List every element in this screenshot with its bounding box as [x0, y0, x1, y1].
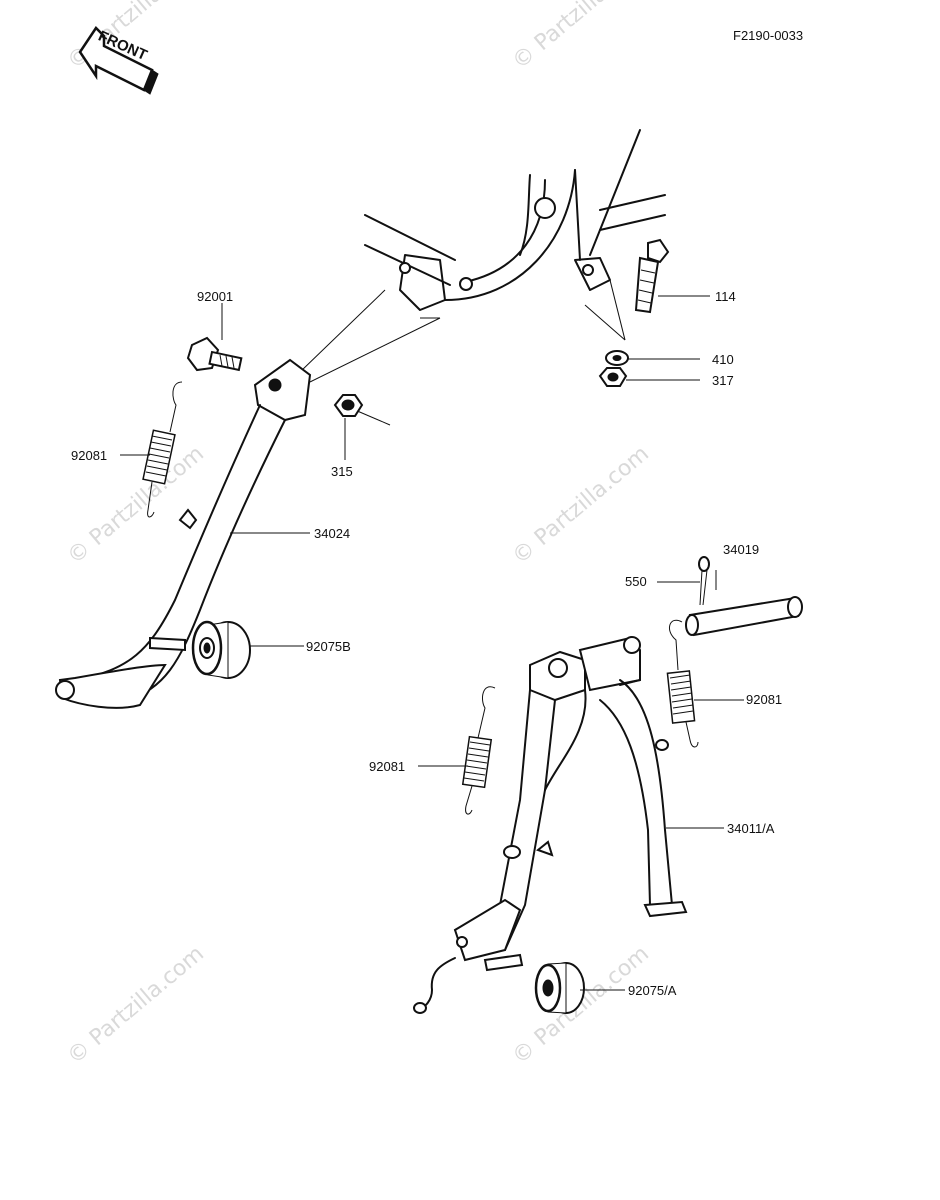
callout-92081-center-right: 92081: [746, 692, 782, 707]
roller-92075A: [534, 962, 585, 1014]
spring-92081-center-left: [461, 686, 496, 815]
watermarks: © Partzilla.com © Partzilla.com © Partzi…: [63, 0, 654, 1070]
nut-317: [598, 367, 628, 387]
watermark: © Partzilla.com: [508, 441, 654, 569]
callout-317: 317: [712, 373, 734, 388]
callout-92001: 92001: [197, 289, 233, 304]
watermark: © Partzilla.com: [508, 941, 654, 1069]
callout-92081-side: 92081: [71, 448, 107, 463]
spring-92081-side: [142, 381, 183, 518]
cotter-pin-550: [698, 556, 710, 606]
reference-lines: [299, 279, 626, 426]
watermark: © Partzilla.com: [63, 941, 209, 1069]
callout-34024: 34024: [314, 526, 350, 541]
washer-410: [605, 350, 629, 366]
callout-315: 315: [331, 464, 353, 479]
callout-114: 114: [715, 289, 736, 304]
bolt-114: [634, 238, 670, 314]
bolt-92001: [186, 336, 243, 372]
callout-92075A: 92075/A: [628, 983, 677, 998]
callout-92075B: 92075B: [306, 639, 351, 654]
callout-34019: 34019: [723, 542, 759, 557]
callout-550: 550: [625, 574, 647, 589]
side-stand-34024: [55, 358, 312, 709]
frame-tubes: [364, 129, 666, 311]
front-arrow-badge: FRONT: [78, 26, 159, 95]
leader-lines: [120, 295, 744, 991]
center-stand-34011A: [413, 636, 688, 1014]
callouts: 92001 114 410 317 315 92081 34024 92075B…: [71, 289, 782, 998]
callout-92081-center-left: 92081: [369, 759, 405, 774]
spring-92081-center-right: [666, 619, 699, 748]
diagram-code: F2190-0033: [733, 28, 803, 43]
watermark: © Partzilla.com: [508, 0, 654, 75]
roller-92075B: [191, 620, 251, 679]
callout-410: 410: [712, 352, 734, 367]
callout-34011A: 34011/A: [727, 821, 775, 836]
nut-315: [333, 394, 364, 417]
pivot-shaft-34019: [685, 596, 803, 637]
